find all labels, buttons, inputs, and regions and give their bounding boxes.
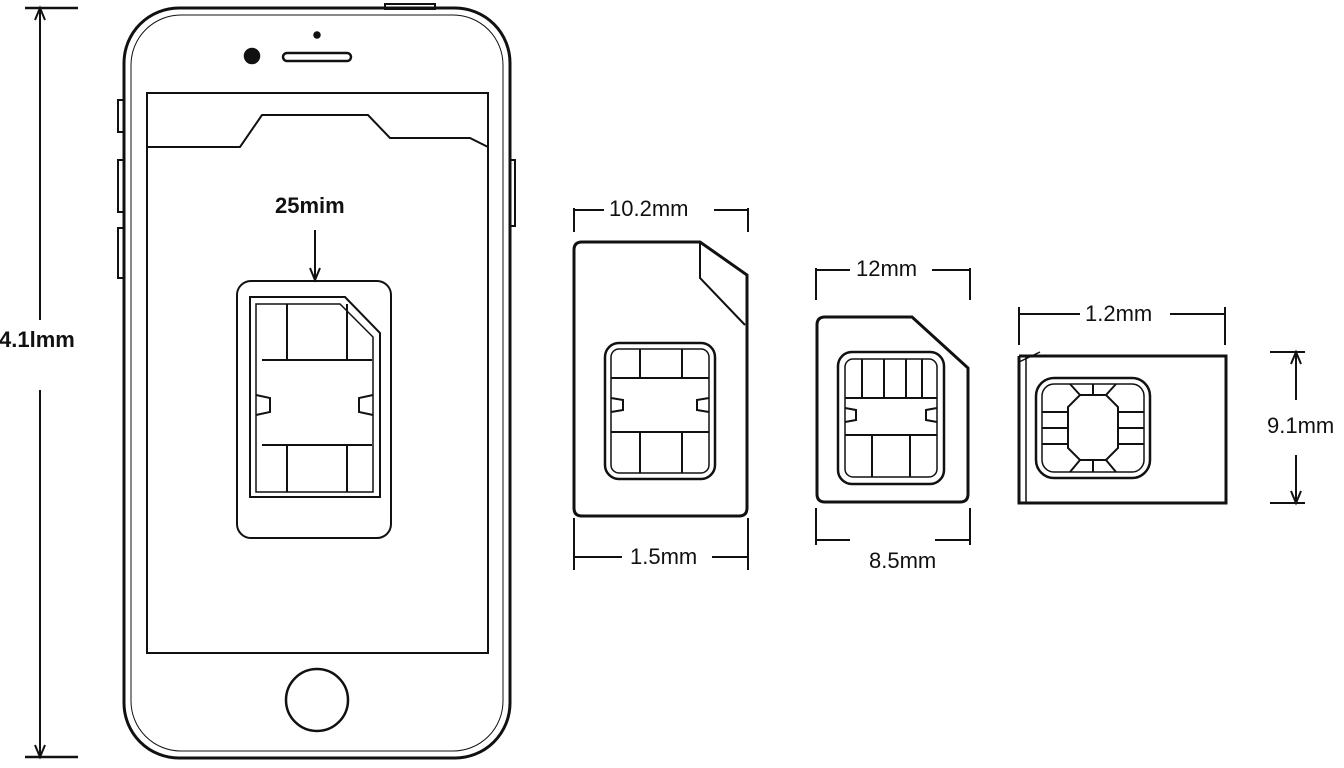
- micro-sim-top-label: 12mm: [853, 257, 921, 281]
- micro-sim-card: [815, 268, 971, 545]
- home-button: [284, 667, 350, 733]
- mini-sim-top-label: 10.2mm: [606, 197, 692, 221]
- nano-sim-top-label: 1.2mm: [1082, 302, 1156, 326]
- mini-sim-card: [572, 208, 749, 570]
- speaker-grille: [281, 51, 353, 63]
- nano-sim-side-label: 9.1mm: [1264, 414, 1338, 438]
- mini-sim-bottom-label: 1.5mm: [627, 545, 701, 569]
- front-camera-icon: [243, 47, 261, 65]
- phone-height-dimension: [25, 5, 78, 760]
- phone-sim-label: 25mim: [272, 194, 348, 218]
- phone-outline: [117, 3, 516, 760]
- nano-sim-card: [1017, 307, 1305, 506]
- micro-sim-bottom-label: 8.5mm: [866, 549, 940, 573]
- phone-height-label: 4.1lmm: [0, 328, 78, 352]
- phone-sim-tray: [236, 230, 392, 539]
- phone-screen: [146, 92, 489, 654]
